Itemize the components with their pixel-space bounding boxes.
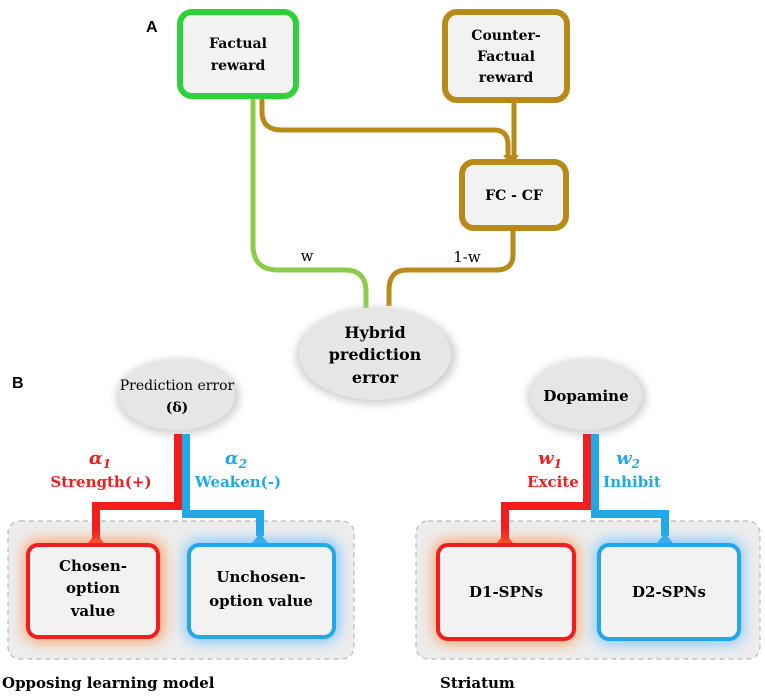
w2-symbol: w2 (616, 448, 640, 471)
chosen-line1: Chosen- (59, 557, 127, 575)
counterfactual-line2: Factual (477, 49, 535, 65)
panel-b-label: B (12, 375, 24, 392)
alpha2-symbol: α2 (225, 448, 247, 471)
weight-1w-label: 1-w (453, 248, 481, 266)
chosen-option-value-box (26, 543, 160, 639)
excite-label: Excite (527, 473, 579, 491)
factual-to-hybrid-connector (250, 84, 369, 308)
hybrid-line2: prediction (329, 345, 422, 364)
hybrid-line3: error (352, 368, 399, 387)
dopamine-ellipse (530, 360, 642, 430)
inhibit-label: Inhibit (603, 473, 661, 491)
strength-label: Strength(+) (50, 473, 151, 491)
unchosen-option-value-box (187, 543, 336, 639)
w1-symbol: w1 (538, 448, 562, 471)
alpha1-symbol: α1 (89, 448, 111, 471)
weight-w-label: w (301, 247, 314, 265)
hybrid-line1: Hybrid (344, 323, 405, 342)
chosen-line3: value (70, 602, 116, 620)
inhibit-connector (591, 434, 669, 536)
factual-reward-line1: Factual (209, 36, 267, 52)
d2-spns-box (597, 543, 741, 641)
weaken-connector (182, 434, 264, 536)
factual-reward-box (177, 9, 299, 99)
counterfactual-line3: reward (479, 70, 534, 86)
fccf-to-hybrid-connector (386, 226, 516, 306)
chosen-line2: option (66, 579, 120, 597)
factual-reward-line2: reward (211, 58, 266, 74)
panel-a-label: A (146, 19, 158, 36)
prediction-error-line2: (δ) (166, 400, 189, 416)
fc-cf-label: FC - CF (485, 188, 543, 204)
dopamine-label: Dopamine (543, 387, 628, 405)
hybrid-prediction-error-ellipse (299, 308, 451, 400)
counterfactual-reward-box (442, 9, 570, 103)
prediction-error-ellipse (119, 360, 235, 430)
striatum-caption: Striatum (440, 674, 515, 692)
d2-spns-label: D2-SPNs (632, 583, 706, 601)
unchosen-line2: option value (209, 592, 313, 610)
strength-connector (92, 434, 182, 542)
d1-spns-label: D1-SPNs (469, 583, 543, 601)
d1-spns-box (436, 543, 576, 641)
fc-cf-box (459, 159, 569, 231)
prediction-error-line1: Prediction error (120, 378, 235, 394)
unchosen-line1: Unchosen- (216, 568, 305, 586)
excite-connector (501, 434, 591, 540)
weaken-label: Weaken(-) (194, 473, 281, 491)
opposing-learning-model-caption: Opposing learning model (2, 674, 215, 692)
counterfactual-line1: Counter- (471, 28, 541, 44)
factual-to-fccf-connector (259, 84, 511, 157)
